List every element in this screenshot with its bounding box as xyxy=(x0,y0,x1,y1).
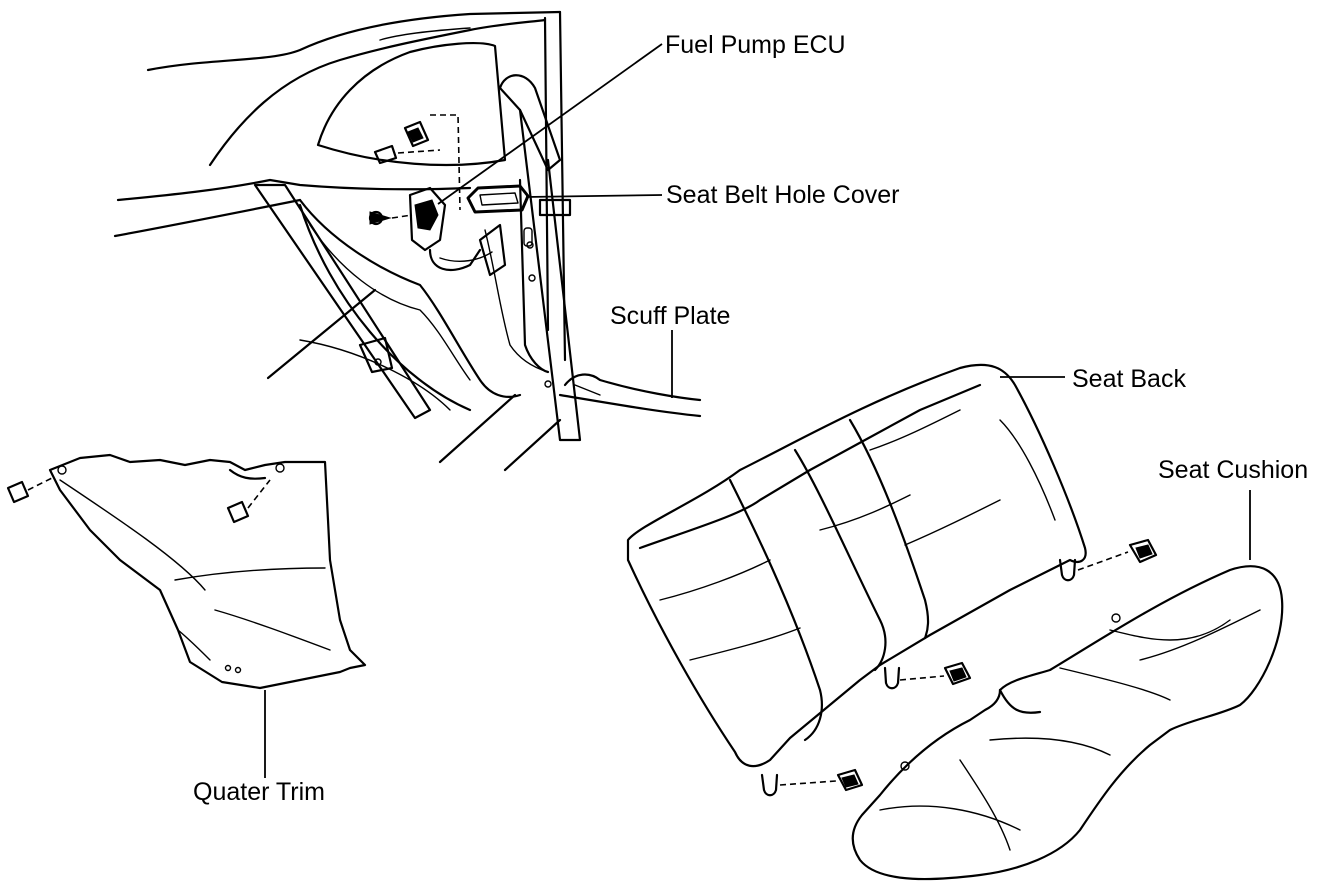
vehicle-body-interior xyxy=(113,10,567,472)
vertical-seat-belt xyxy=(498,74,582,442)
label-quarter-trim: Quater Trim xyxy=(193,778,325,806)
label-seat-cushion: Seat Cushion xyxy=(1158,456,1308,484)
label-fuel-pump-ecu: Fuel Pump ECU xyxy=(665,31,846,59)
fuel-pump-ecu-part xyxy=(368,114,507,277)
labels: Fuel Pump ECU Seat Belt Hole Cover Scuff… xyxy=(193,31,1308,806)
leader-lines xyxy=(264,43,1251,778)
label-scuff-plate: Scuff Plate xyxy=(610,302,730,330)
seat-belt-hole-cover-part xyxy=(466,184,530,214)
quarter-trim-part xyxy=(6,453,367,690)
label-seat-back: Seat Back xyxy=(1072,365,1186,393)
seat-back-part xyxy=(626,363,1158,797)
scuff-plate-part xyxy=(544,373,702,418)
seat-cushion-part xyxy=(851,565,1284,881)
seat-belt xyxy=(253,183,432,420)
label-seat-belt-hole-cover: Seat Belt Hole Cover xyxy=(666,181,899,209)
